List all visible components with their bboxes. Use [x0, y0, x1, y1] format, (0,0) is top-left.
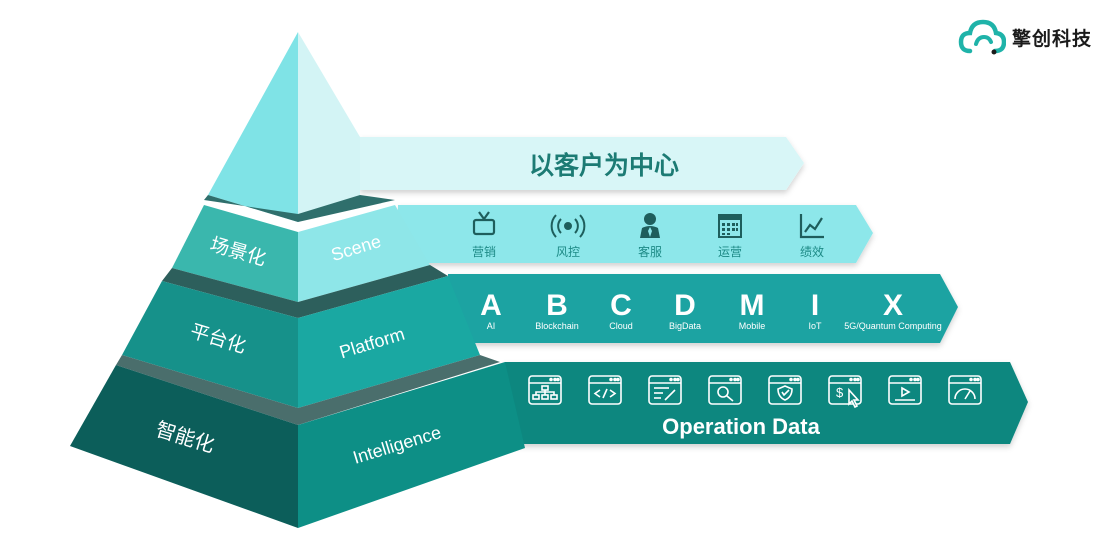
scene-item-operations: 运营 [718, 214, 742, 259]
scene-left-face [172, 205, 298, 302]
scene-item-risk: 风控 [550, 214, 586, 259]
broadcast-icon [550, 214, 586, 238]
platform-letter: X [883, 289, 903, 322]
scene-top-shadow [204, 195, 395, 222]
scene-item-label: 风控 [556, 245, 580, 259]
platform-item-mobile: M Mobile [739, 289, 766, 331]
platform-label: AI [487, 321, 496, 331]
settings-window-icon [708, 375, 742, 405]
platform-letter: I [811, 289, 819, 322]
platform-item-cloud: C Cloud [609, 289, 633, 331]
top-band-label: 以客户为中心 [529, 151, 679, 180]
calendar-icon [718, 214, 742, 238]
platform-item-iot: I IoT [808, 289, 822, 331]
play-window-icon [888, 375, 922, 405]
scene-item-performance: 绩效 [799, 214, 824, 259]
pyramid-top-right [298, 32, 360, 222]
platform-left-face [122, 281, 298, 408]
shield-window-icon [768, 375, 802, 405]
intel-top-shadow [116, 355, 500, 425]
scene-item-label: 客服 [638, 244, 662, 259]
platform-item-bigdata: D BigData [669, 289, 701, 331]
top-band [360, 137, 804, 190]
platform-label: IoT [808, 321, 822, 331]
intel-icons: $ [528, 375, 982, 409]
scene-band [398, 205, 873, 263]
platform-item-blockchain: B Blockchain [535, 289, 579, 331]
platform-top-shadow [162, 265, 448, 318]
agent-icon [640, 213, 660, 238]
cloud-logo-icon [958, 19, 1006, 55]
intel-band-label: Operation Data [662, 414, 820, 439]
platform-letter: B [546, 289, 568, 322]
brand-logo: 擎创科技 [958, 14, 1108, 60]
scene-item-marketing: 营销 [472, 211, 496, 259]
scene-item-label: 绩效 [800, 244, 824, 259]
gauge-window-icon [948, 375, 982, 405]
dollar-cursor-window-icon: $ [828, 375, 862, 409]
scene-item-label: 营销 [472, 245, 496, 259]
brand-name: 擎创科技 [1012, 27, 1093, 50]
platform-label: 5G/Quantum Computing [844, 321, 942, 331]
platform-letter: A [480, 289, 502, 322]
platform-letter: M [740, 289, 765, 322]
platform-label: Blockchain [535, 321, 579, 331]
scene-item-service: 客服 [638, 213, 662, 259]
platform-letter: D [674, 289, 696, 322]
edit-window-icon [648, 375, 682, 405]
tv-icon [472, 211, 496, 236]
platform-band [448, 274, 958, 343]
platform-letter: C [610, 289, 632, 322]
intel-right-face [298, 362, 525, 528]
scene-item-label: 运营 [718, 245, 742, 259]
sitemap-window-icon [528, 375, 562, 405]
platform-label: BigData [669, 321, 701, 331]
code-window-icon [588, 375, 622, 405]
svg-text:$: $ [836, 385, 844, 400]
platform-label: Cloud [609, 321, 633, 331]
platform-right-face [298, 276, 480, 408]
platform-item-5g-quantum: X 5G/Quantum Computing [844, 289, 942, 331]
intel-left-face [70, 365, 298, 528]
platform-label: Mobile [739, 321, 766, 331]
pyramid-top-left [208, 32, 298, 222]
scene-right-face [298, 205, 430, 302]
platform-item-ai: A AI [480, 289, 502, 331]
chart-icon [799, 214, 824, 239]
